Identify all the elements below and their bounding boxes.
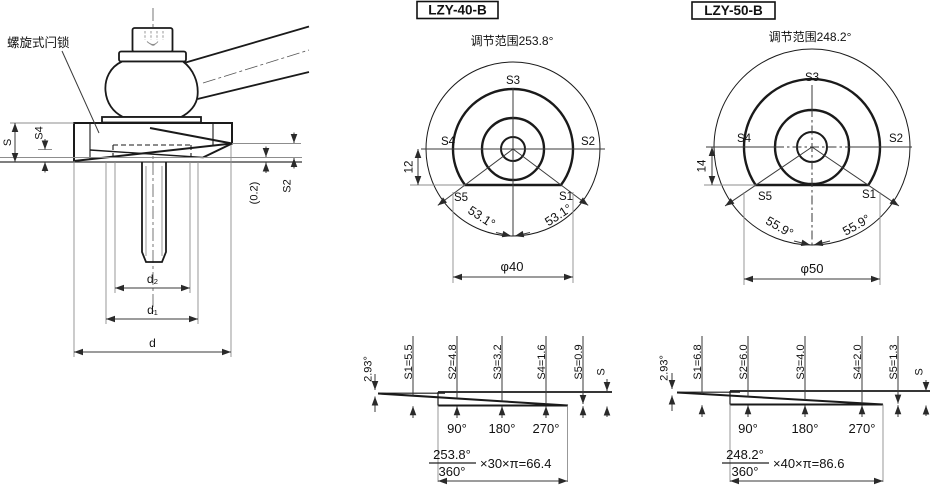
dim-s: S xyxy=(2,139,14,146)
angle-270-40: 270° xyxy=(533,421,560,436)
wedge-profile-50: 2.93° S1=6.8 S2=6.0 S3=4.0 S4=2.0 S5=1.3… xyxy=(659,336,930,485)
height-s5-40: S5=0.9 xyxy=(573,344,585,379)
callout-leader xyxy=(61,50,100,134)
dim-d2: d₂ xyxy=(147,272,159,286)
wedge-ramp-40 xyxy=(377,392,569,407)
bolt-thread-lines xyxy=(145,166,163,256)
height-s2-40: S2=4.8 xyxy=(447,344,459,379)
angle-180-40: 180° xyxy=(489,421,516,436)
angle-left-50: 55.9° xyxy=(763,214,795,241)
height-s-50: S xyxy=(914,368,926,375)
angle-right-40: 53.1° xyxy=(542,201,574,229)
pos-s5-40: S5 xyxy=(454,192,468,204)
formula-numerator-40: 253.8° xyxy=(433,447,471,462)
dim-s4: S4 xyxy=(34,126,46,139)
pos-s2-40: S2 xyxy=(581,136,595,148)
station-lines-50 xyxy=(701,336,898,404)
height-s4-40: S4=1.6 xyxy=(536,344,548,379)
handle-centerline xyxy=(202,49,310,84)
top-view-50: LZY-50-B 调节范围248.2° S3 S4 S2 S5 S1 55.9°… xyxy=(691,1,912,285)
base-plate xyxy=(101,116,202,124)
dim-offset-40: 12 xyxy=(404,161,416,174)
taper-angle-50: 2.93° xyxy=(659,355,671,381)
center-cross-40 xyxy=(421,88,605,236)
ball-body xyxy=(104,60,199,118)
height-s-40: S xyxy=(596,368,608,375)
taper-angle-40: 2.93° xyxy=(363,356,375,382)
range-label-40: 调节范围253.8° xyxy=(471,34,554,48)
pos-s5-50: S5 xyxy=(758,191,772,203)
height-s5-50: S5=1.3 xyxy=(888,344,900,379)
formula-numerator-50: 248.2° xyxy=(726,447,764,462)
angle-270-50: 270° xyxy=(849,421,876,436)
height-s4-50: S4=2.0 xyxy=(852,344,864,379)
thread-arc xyxy=(146,41,159,46)
wedge-edges xyxy=(149,127,233,159)
wedge-lower-edge xyxy=(89,149,204,159)
height-s2-50: S2=6.0 xyxy=(738,344,750,379)
angle-90-50: 90° xyxy=(738,421,758,436)
formula-denominator-40: 360° xyxy=(439,464,466,479)
top-view-40: LZY-40-B 调节范围253.8° S3 S4 S2 S5 S1 53.1°… xyxy=(404,0,605,283)
pos-s1-40: S1 xyxy=(559,191,573,203)
pos-s3-50: S3 xyxy=(805,72,819,84)
formula-denominator-50: 360° xyxy=(732,464,759,479)
dim-d: d xyxy=(149,336,156,350)
handle-lines xyxy=(183,25,310,100)
dim-d1: d₁ xyxy=(147,303,158,317)
model-title-box-50 xyxy=(691,1,776,20)
pos-s3-40: S3 xyxy=(506,75,520,87)
side-view-drawing: 螺旋式闩锁 S S4 (0.2) S2 d₂ d₁ d xyxy=(0,8,310,357)
pos-s1-50: S1 xyxy=(862,189,876,201)
formula-expression-40: ×30×π=66.4 xyxy=(480,456,552,471)
dim-offset-50: 14 xyxy=(697,159,709,172)
extension-lines xyxy=(73,143,301,357)
height-s3-50: S3=4.0 xyxy=(795,344,807,379)
knob xyxy=(131,27,174,53)
flange-circle-50 xyxy=(742,77,882,187)
dim-gap: (0.2) xyxy=(249,182,261,205)
hidden-hole xyxy=(112,144,192,158)
center-cross-50 xyxy=(706,85,912,148)
height-s1-50: S1=6.8 xyxy=(692,344,704,379)
angle-left-40: 53.1° xyxy=(465,203,497,231)
flange-circle-40 xyxy=(451,87,575,187)
dim-s2: S2 xyxy=(282,179,294,192)
model-title-box-40 xyxy=(416,0,499,20)
angle-180-50: 180° xyxy=(792,421,819,436)
thread-marks xyxy=(144,31,164,40)
range-label-50: 调节范围248.2° xyxy=(769,30,852,44)
station-lines-40 xyxy=(412,336,583,404)
bolt-shank xyxy=(141,162,167,263)
wedge-profile-40: 2.93° S1=5.5 S2=4.8 S3=3.2 S4=1.6 S5=0.9… xyxy=(363,336,612,485)
flange-inner-lines xyxy=(89,123,214,159)
model-title-40: LZY-40-B xyxy=(428,3,487,18)
collar xyxy=(118,50,187,63)
callout-label: 螺旋式闩锁 xyxy=(7,35,70,50)
wedge-ramp-50 xyxy=(676,391,884,406)
height-s1-40: S1=5.5 xyxy=(403,344,415,379)
dim-dia-50: φ50 xyxy=(801,261,824,276)
pos-s4-40: S4 xyxy=(441,136,456,148)
model-title-50: LZY-50-B xyxy=(704,3,763,18)
height-s3-40: S3=3.2 xyxy=(492,344,504,379)
dim-dia-40: φ40 xyxy=(501,259,524,274)
pos-s4-50: S4 xyxy=(737,133,752,145)
formula-expression-50: ×40×π=86.6 xyxy=(773,456,845,471)
pos-s2-50: S2 xyxy=(889,133,903,145)
angle-90-40: 90° xyxy=(447,421,467,436)
